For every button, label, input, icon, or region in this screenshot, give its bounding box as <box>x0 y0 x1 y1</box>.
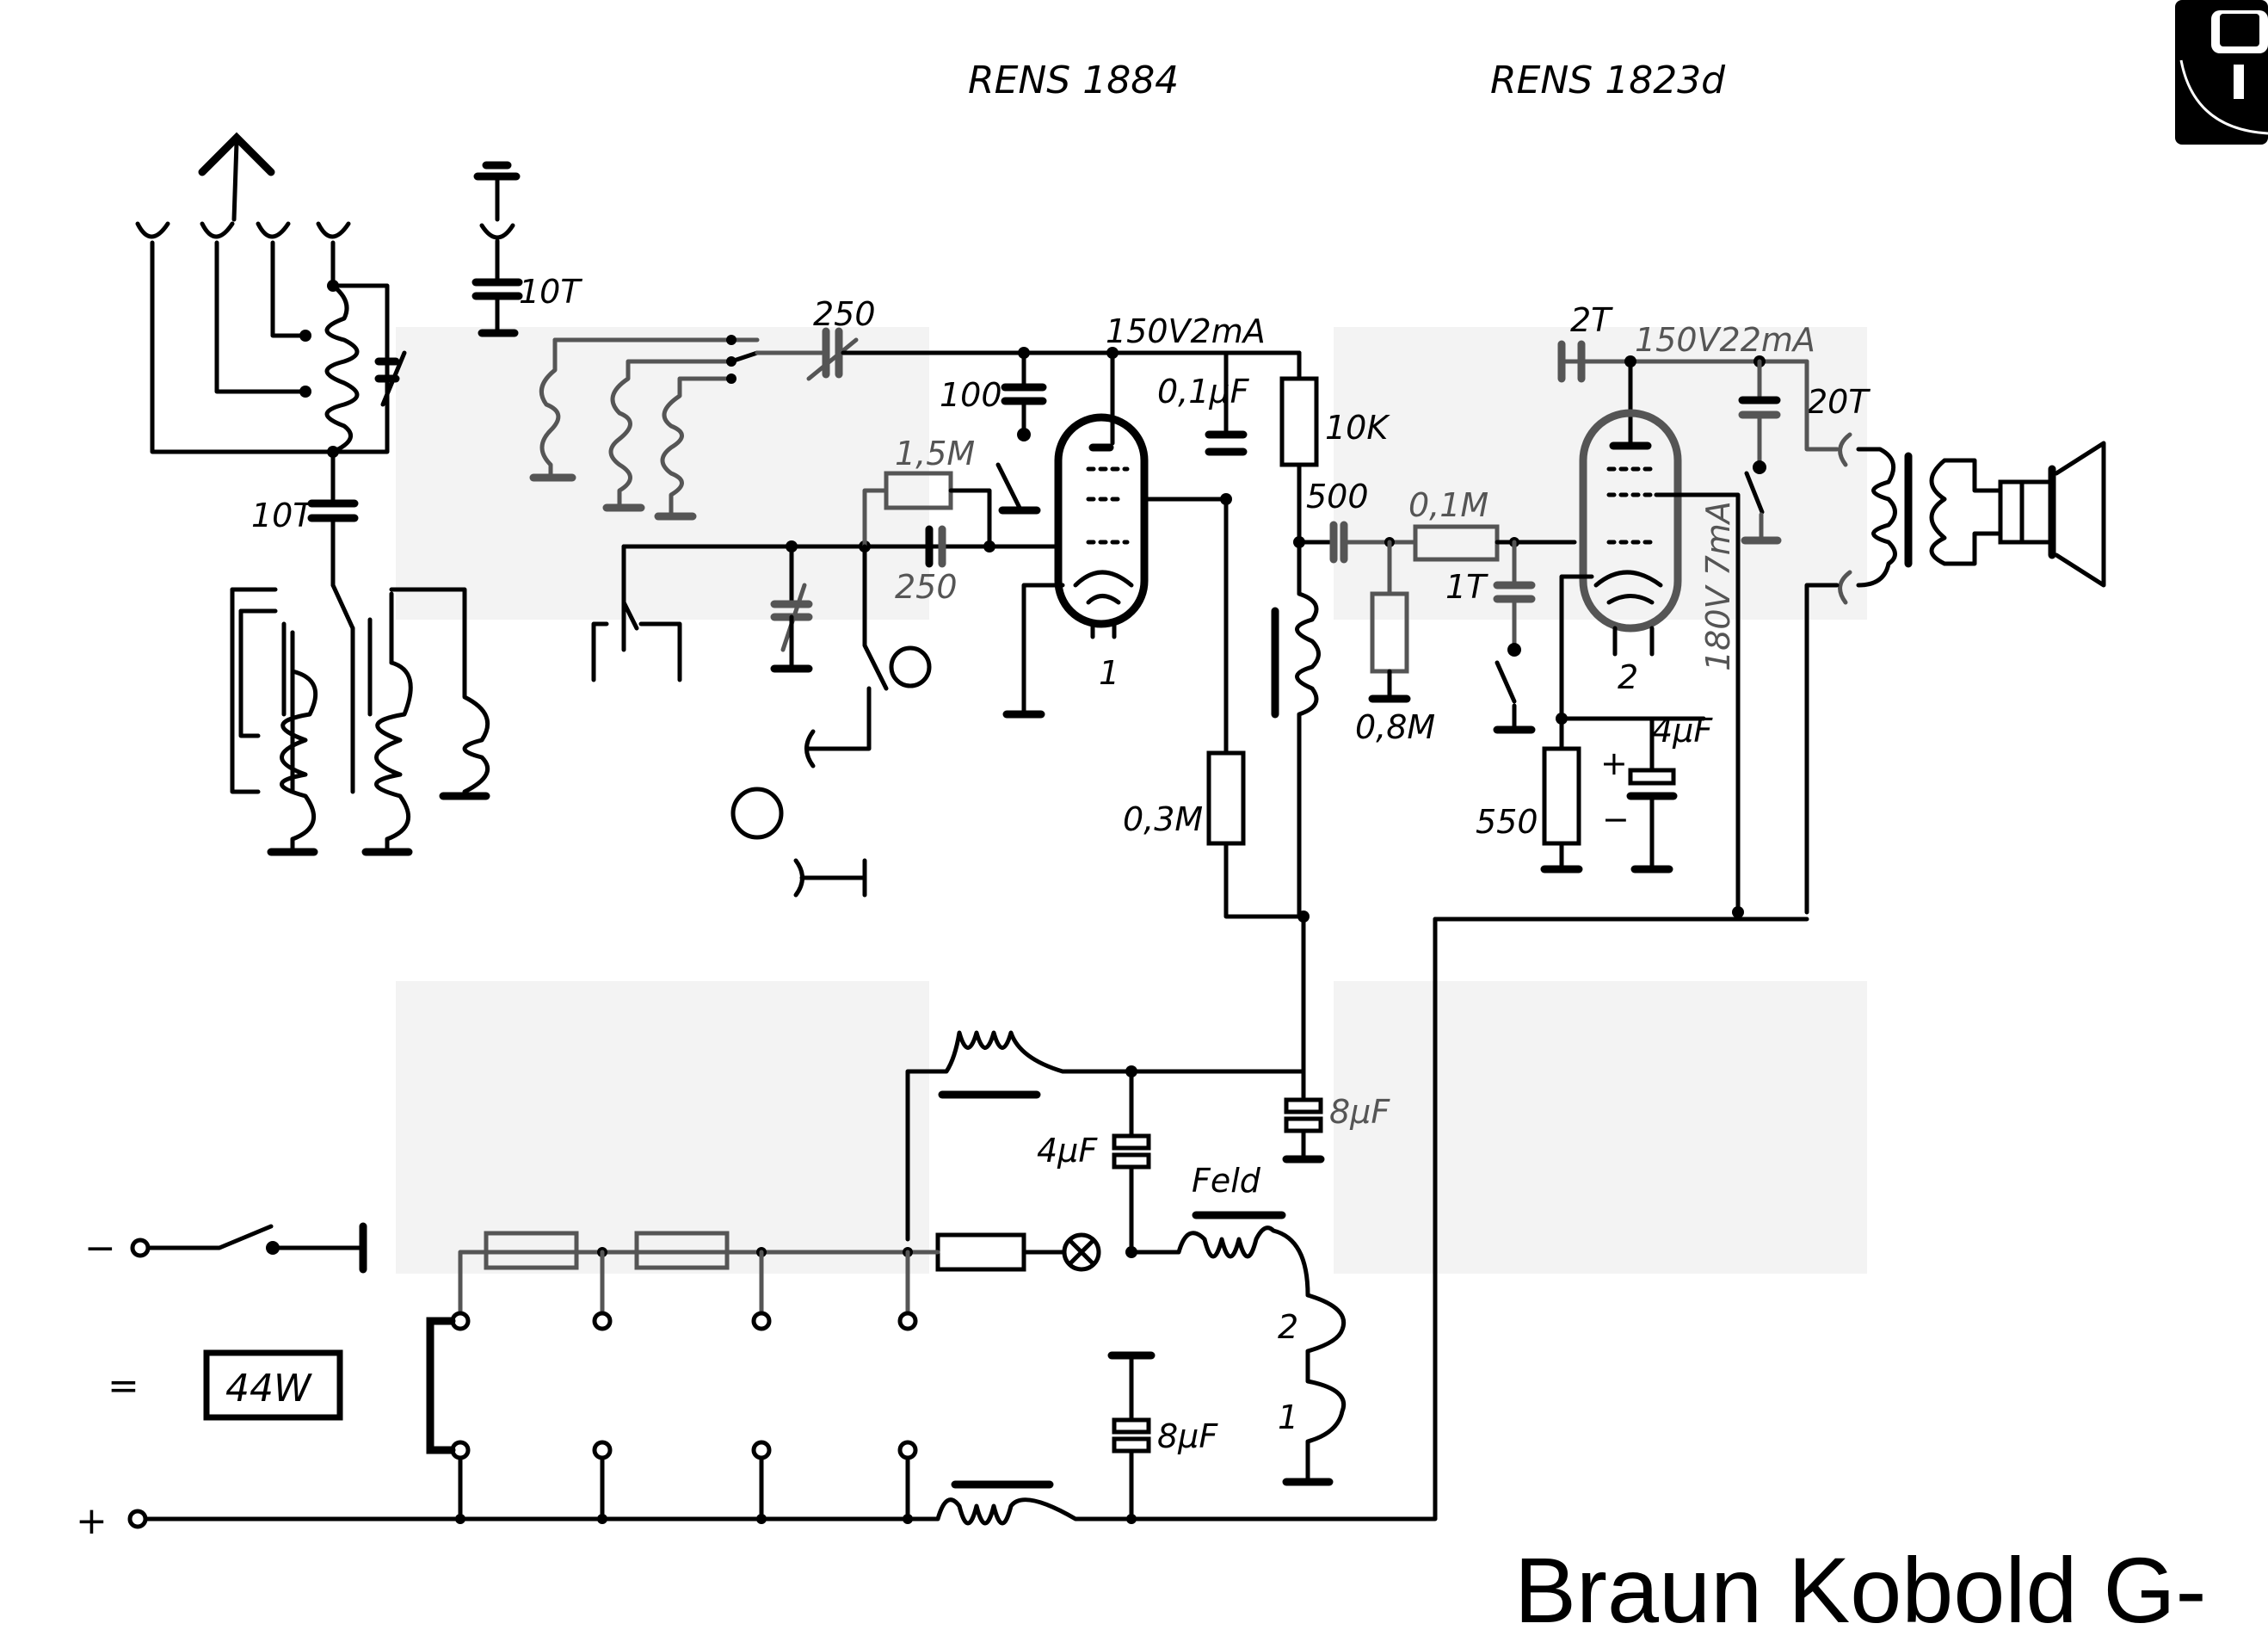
cap-plus-sign: + <box>1600 744 1628 782</box>
pickup-socket-icon <box>730 787 784 840</box>
loudspeaker-icon <box>2054 441 2106 588</box>
header-tube2-type: RENS 1823d <box>1490 59 1726 102</box>
label-c100: 100 <box>940 376 1002 414</box>
label-c8uf-bottom: 8µF <box>1157 1417 1218 1455</box>
antenna-arrow-icon <box>198 132 275 176</box>
label-earth-cap: 10T <box>519 273 582 311</box>
earth-icon <box>473 161 521 181</box>
label-r01m: 0,1M <box>1408 486 1488 524</box>
plus-terminal-icon <box>127 1509 148 1529</box>
label-r03m: 0,3M <box>1123 800 1203 838</box>
label-tune-cap: 250 <box>813 295 876 333</box>
dc-symbol: = <box>108 1364 139 1408</box>
label-tube1-voltage: 150V2mA <box>1106 312 1266 350</box>
band-switch-coils <box>230 583 490 856</box>
tube-2: 2 <box>1579 409 1682 696</box>
label-field: Feld <box>1192 1162 1261 1200</box>
tube-1: 1 <box>1002 350 1149 719</box>
label-c4uf-filter: 4µF <box>1037 1132 1098 1170</box>
minus-sign: − <box>84 1226 116 1270</box>
label-c1t: 1T <box>1445 568 1488 606</box>
label-field-tap2: 2 <box>1278 1308 1298 1346</box>
minus-terminal-icon <box>130 1238 151 1258</box>
label-coupling-cap: 10T <box>251 497 315 534</box>
label-c20t: 20T <box>1807 383 1870 421</box>
label-r10k: 10K <box>1325 409 1390 447</box>
label-r550: 550 <box>1476 803 1538 841</box>
wr-logo <box>2175 0 2268 145</box>
power-switch-icon <box>145 1224 274 1250</box>
label-grid-res: 1,5M <box>895 435 975 472</box>
trimmer-arrow <box>380 350 407 407</box>
plus-sign: + <box>76 1499 108 1543</box>
power-rating-box <box>203 1349 343 1421</box>
tube-1-number: 1 <box>1099 654 1119 692</box>
output-stage: 2T 150V22mA 2 180V 7mA 550 + − <box>1433 301 2106 922</box>
header-tube1-type: RENS 1884 <box>968 59 1179 102</box>
rf-coils <box>529 335 760 521</box>
label-grid-cap: 250 <box>895 568 958 606</box>
label-c8uf-top: 8µF <box>1329 1093 1390 1131</box>
label-r08m: 0,8M <box>1355 708 1435 746</box>
antenna-section: 10T 10T <box>135 132 582 588</box>
label-c01uf: 0,1µF <box>1157 373 1250 410</box>
voltage-selector-link <box>426 1317 456 1454</box>
detector-stage: 250 150V2mA 100 1 1,5M <box>591 295 1302 898</box>
antenna-sockets <box>135 221 351 239</box>
power-rating: 44W <box>225 1367 312 1411</box>
label-tube2-voltage: 150V22mA <box>1635 321 1815 359</box>
label-field-tap1: 1 <box>1278 1398 1298 1436</box>
label-c4uf-cathode: 4µF <box>1652 712 1713 750</box>
label-tube2-screen: 180V 7mA <box>1699 501 1737 671</box>
phono-socket-icon <box>889 645 932 688</box>
power-supply: 8µF 4µF Feld 2 1 <box>76 917 1438 1543</box>
document-title: Braun Kobold G- <box>1514 1538 2206 1642</box>
tube-2-number: 2 <box>1618 658 1638 696</box>
interstage-coupling: 0,1µF 0,3M 10K 500 0,1M 0,8M 1T <box>1123 350 1577 1074</box>
cap-minus-sign: − <box>1602 800 1630 838</box>
label-c2t: 2T <box>1570 301 1613 339</box>
antenna-coil <box>324 283 360 454</box>
label-c500: 500 <box>1306 478 1369 515</box>
